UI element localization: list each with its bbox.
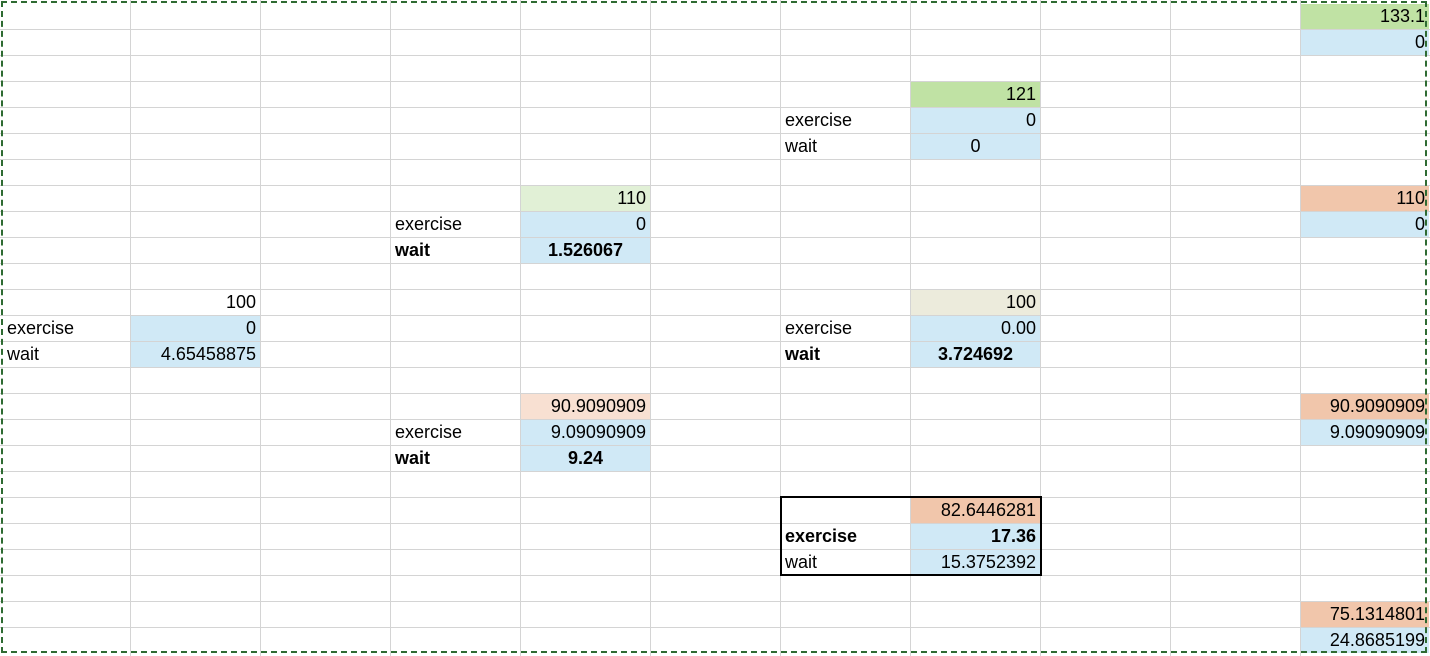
column-divider [390, 0, 391, 656]
row-divider [0, 289, 1430, 290]
row-divider [0, 315, 1430, 316]
column-divider [520, 0, 521, 656]
column-divider [1300, 0, 1301, 656]
row-divider [0, 445, 1430, 446]
row-divider [0, 159, 1430, 160]
row-divider [0, 627, 1430, 628]
row-divider [0, 393, 1430, 394]
row-divider [0, 367, 1430, 368]
column-divider [260, 0, 261, 656]
cell-value[interactable]: 17.36 [911, 524, 1040, 549]
cell-value[interactable]: 0 [131, 316, 260, 341]
cell-value[interactable]: 0 [1301, 30, 1429, 55]
column-divider [1170, 0, 1171, 656]
cell-value[interactable]: 133.1 [1301, 4, 1429, 29]
row-divider [0, 497, 1430, 498]
cell-value[interactable]: 24.8685199 [1301, 628, 1429, 653]
cell-value[interactable]: 0.00 [911, 316, 1040, 341]
row-divider [0, 523, 1430, 524]
cell-value[interactable]: 0 [911, 108, 1040, 133]
cell-value[interactable]: 110 [521, 186, 650, 211]
cell-value[interactable]: 9.09090909 [1301, 420, 1429, 445]
row-divider [0, 341, 1430, 342]
cell-value[interactable]: 15.3752392 [911, 550, 1040, 575]
cell-value[interactable]: 90.9090909 [521, 394, 650, 419]
row-divider [0, 471, 1430, 472]
cell-label[interactable]: exercise [785, 318, 853, 338]
row-divider [0, 185, 1430, 186]
cell-value[interactable]: 4.65458875 [131, 342, 260, 367]
cell-label[interactable]: exercise [785, 110, 853, 130]
column-divider [780, 0, 781, 656]
cell-value[interactable]: 9.24 [521, 446, 650, 471]
row-divider [0, 55, 1430, 56]
row-divider [0, 81, 1430, 82]
row-divider [0, 419, 1430, 420]
row-divider [0, 575, 1430, 576]
cell-value[interactable]: 121 [911, 82, 1040, 107]
row-divider [0, 237, 1430, 238]
column-divider [910, 0, 911, 656]
cell-label[interactable]: wait [395, 448, 431, 468]
cell-value[interactable]: 110 [1301, 186, 1429, 211]
row-divider [0, 263, 1430, 264]
cell-value[interactable]: 0 [521, 212, 650, 237]
cell-value[interactable]: 90.9090909 [1301, 394, 1429, 419]
cell-value[interactable]: 0 [911, 134, 1040, 159]
column-divider [650, 0, 651, 656]
cell-label[interactable]: wait [395, 240, 431, 260]
cell-label[interactable]: exercise [395, 422, 463, 442]
cell-value[interactable]: 0 [1301, 212, 1429, 237]
row-divider [0, 133, 1430, 134]
cell-label[interactable]: wait [7, 344, 40, 364]
row-divider [0, 107, 1430, 108]
column-divider [130, 0, 131, 656]
cell-value[interactable]: 75.1314801 [1301, 602, 1429, 627]
row-divider [0, 601, 1430, 602]
cell-label[interactable]: wait [785, 136, 818, 156]
row-divider [0, 211, 1430, 212]
cell-value[interactable]: 100 [225, 292, 256, 312]
cell-label[interactable]: exercise [7, 318, 75, 338]
column-divider [1040, 0, 1041, 656]
row-divider [0, 549, 1430, 550]
cell-value[interactable]: 82.6446281 [911, 498, 1040, 523]
cell-value[interactable]: 100 [911, 290, 1040, 315]
cell-label[interactable]: wait [785, 552, 818, 572]
cell-value[interactable]: 9.09090909 [521, 420, 650, 445]
cell-label[interactable]: wait [785, 344, 821, 364]
row-divider [0, 29, 1430, 30]
cell-value[interactable]: 1.526067 [521, 238, 650, 263]
cell-value[interactable]: 3.724692 [911, 342, 1040, 367]
cell-label[interactable]: exercise [785, 526, 858, 546]
cell-label[interactable]: exercise [395, 214, 463, 234]
